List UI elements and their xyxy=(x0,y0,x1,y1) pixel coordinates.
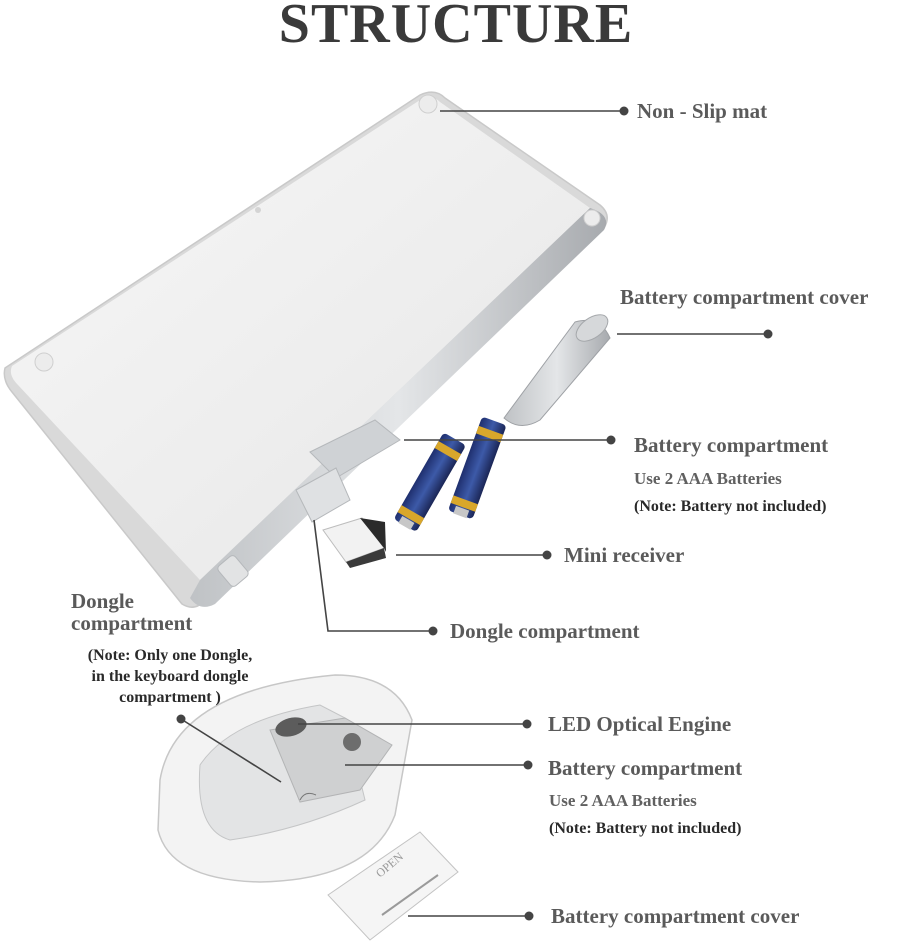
label-mouse-battery-note: (Note: Battery not included) xyxy=(549,820,742,837)
label-dongle-compartment-left: Dongle compartment xyxy=(71,590,192,634)
label-keyboard-battery-use: Use 2 AAA Batteries xyxy=(634,469,782,488)
leader-lines xyxy=(176,106,773,921)
dongle-note-line3: compartment ) xyxy=(119,689,221,706)
label-led-optical-engine: LED Optical Engine xyxy=(548,712,732,736)
keyboard-illustration xyxy=(3,91,608,608)
label-mouse-battery-use: Use 2 AAA Batteries xyxy=(549,791,697,810)
label-keyboard-battery-compartment: Battery compartment xyxy=(634,433,829,457)
dongle-note-line1: (Note: Only one Dongle, xyxy=(87,647,253,664)
aaa-batteries-illustration xyxy=(395,417,506,531)
label-mini-receiver: Mini receiver xyxy=(564,543,685,567)
label-mouse-battery-compartment: Battery compartment xyxy=(548,756,743,780)
mouse-illustration xyxy=(157,674,413,883)
keyboard-battery-cover-illustration xyxy=(503,314,611,426)
mini-receiver-illustration xyxy=(322,517,386,568)
dongle-note: (Note: Only one Dongle, in the keyboard … xyxy=(60,645,280,708)
label-dongle-line2: compartment xyxy=(71,611,193,635)
label-keyboard-battery-cover: Battery compartment cover xyxy=(620,285,869,309)
dongle-note-line2: in the keyboard dongle xyxy=(91,668,249,685)
label-keyboard-battery-note: (Note: Battery not included) xyxy=(634,498,827,515)
label-dongle-line1: Dongle xyxy=(71,589,134,613)
label-non-slip-mat: Non - Slip mat xyxy=(637,99,768,123)
label-mouse-battery-cover: Battery compartment cover xyxy=(551,904,800,928)
page-title: STRUCTURE xyxy=(278,0,634,55)
label-dongle-compartment: Dongle compartment xyxy=(450,619,640,643)
